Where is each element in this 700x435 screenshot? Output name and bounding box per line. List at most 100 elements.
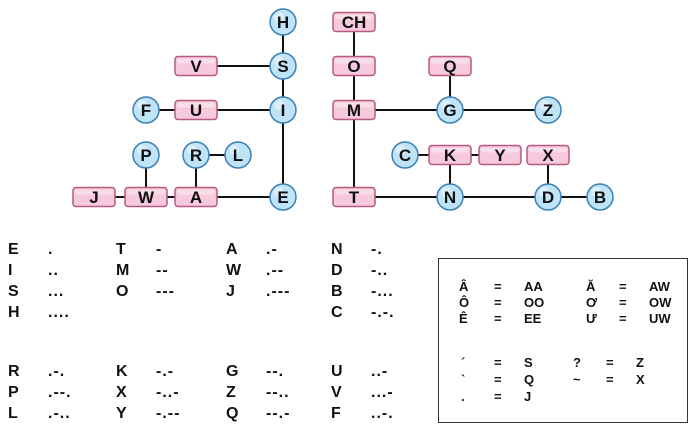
legend-value: Q [524,372,535,387]
node-label: A [190,188,202,207]
code-symbol: -.-- [156,405,181,422]
code-letter: A [226,241,238,258]
code-letter: W [226,262,242,279]
node-label: M [347,101,361,120]
node-highlight [481,147,519,153]
legend-value: AA [524,279,543,294]
legend-value: S [524,355,533,370]
node-highlight [137,145,147,155]
node-box [478,144,522,166]
node-label: N [444,188,456,207]
code-symbol: -.- [156,363,175,380]
node-highlight [274,56,284,66]
node-highlight [187,145,197,155]
node-box [526,144,570,166]
code-symbol: --.. [266,384,290,401]
code-symbol: -.. [371,262,389,279]
code-symbol: ..-. [371,405,394,422]
legend-value: EE [524,311,542,326]
legend-equals: = [619,311,627,326]
node-highlight [274,12,284,22]
legend-value: X [636,372,645,387]
code-symbol: --.- [266,405,291,422]
code-letter: U [331,363,343,380]
tree-node-O: O [332,55,376,77]
node-highlight [127,189,165,195]
code-symbol: -... [371,283,394,300]
code-letter: C [331,304,343,321]
node-highlight [274,100,284,110]
legend-value: J [524,389,532,404]
node-label: C [399,146,411,165]
node-label: T [349,188,360,207]
code-letter: Y [116,405,127,422]
legend-symbol: . [461,389,465,404]
node-highlight [229,145,239,155]
node-box [124,186,168,208]
legend-symbol: Ê [459,311,468,326]
node-label: U [190,101,202,120]
legend-symbol: ~ [573,372,581,387]
tree-node-E: E [269,183,297,211]
legend-equals: = [606,372,614,387]
code-letter: B [331,283,343,300]
code-symbol: ..- [371,363,389,380]
tree-node-D: D [534,183,562,211]
node-box [174,186,218,208]
node-box [174,99,218,121]
node-label: S [277,57,288,76]
code-symbol: ... [48,283,65,300]
node-highlight [441,100,451,110]
legend-symbol: ? [573,355,581,370]
tree-node-Z: Z [534,96,562,124]
code-letter: H [8,304,20,321]
legend-equals: = [494,295,502,310]
node-label: Z [543,101,553,120]
node-circle [534,183,562,211]
node-label: O [347,57,360,76]
code-symbol: .--- [266,283,291,300]
tree-node-T: T [332,186,376,208]
code-symbol: -.-. [371,304,395,321]
legend-equals: = [494,311,502,326]
code-symbol: .- [266,241,278,258]
node-highlight [431,58,469,64]
node-label: I [281,101,286,120]
code-letter: Z [226,384,236,401]
tree-node-M: M [332,99,376,121]
node-box [332,55,376,77]
tree-node-S: S [269,52,297,80]
tree-node-L: L [224,141,252,169]
code-letter: O [116,283,129,300]
legend-value: UW [649,311,671,326]
code-symbol: --- [156,283,175,300]
node-label: CH [342,13,367,32]
legend-symbol: Ă [586,279,596,294]
code-letter: K [116,363,128,380]
legend-value: OW [649,295,672,310]
tree-node-X: X [526,144,570,166]
node-label: Y [494,146,506,165]
tree-node-CH: CH [332,11,376,33]
node-label: B [594,188,606,207]
legend-equals: = [619,295,627,310]
node-highlight [335,102,373,108]
node-circle [534,96,562,124]
code-symbol: -..- [156,384,180,401]
node-box [428,55,472,77]
node-box [332,99,376,121]
legend-value: AW [649,279,670,294]
code-letter: F [331,405,341,422]
legend-value: OO [524,295,545,310]
node-box [332,186,376,208]
node-highlight [591,187,601,197]
code-symbol: -. [371,241,383,258]
tree-node-W: W [124,186,168,208]
code-letter: S [8,283,19,300]
code-letter: N [331,241,343,258]
node-label: W [138,188,155,207]
node-highlight [539,100,549,110]
node-circle [132,96,160,124]
code-letter: T [116,241,126,258]
legend-equals: = [494,355,502,370]
